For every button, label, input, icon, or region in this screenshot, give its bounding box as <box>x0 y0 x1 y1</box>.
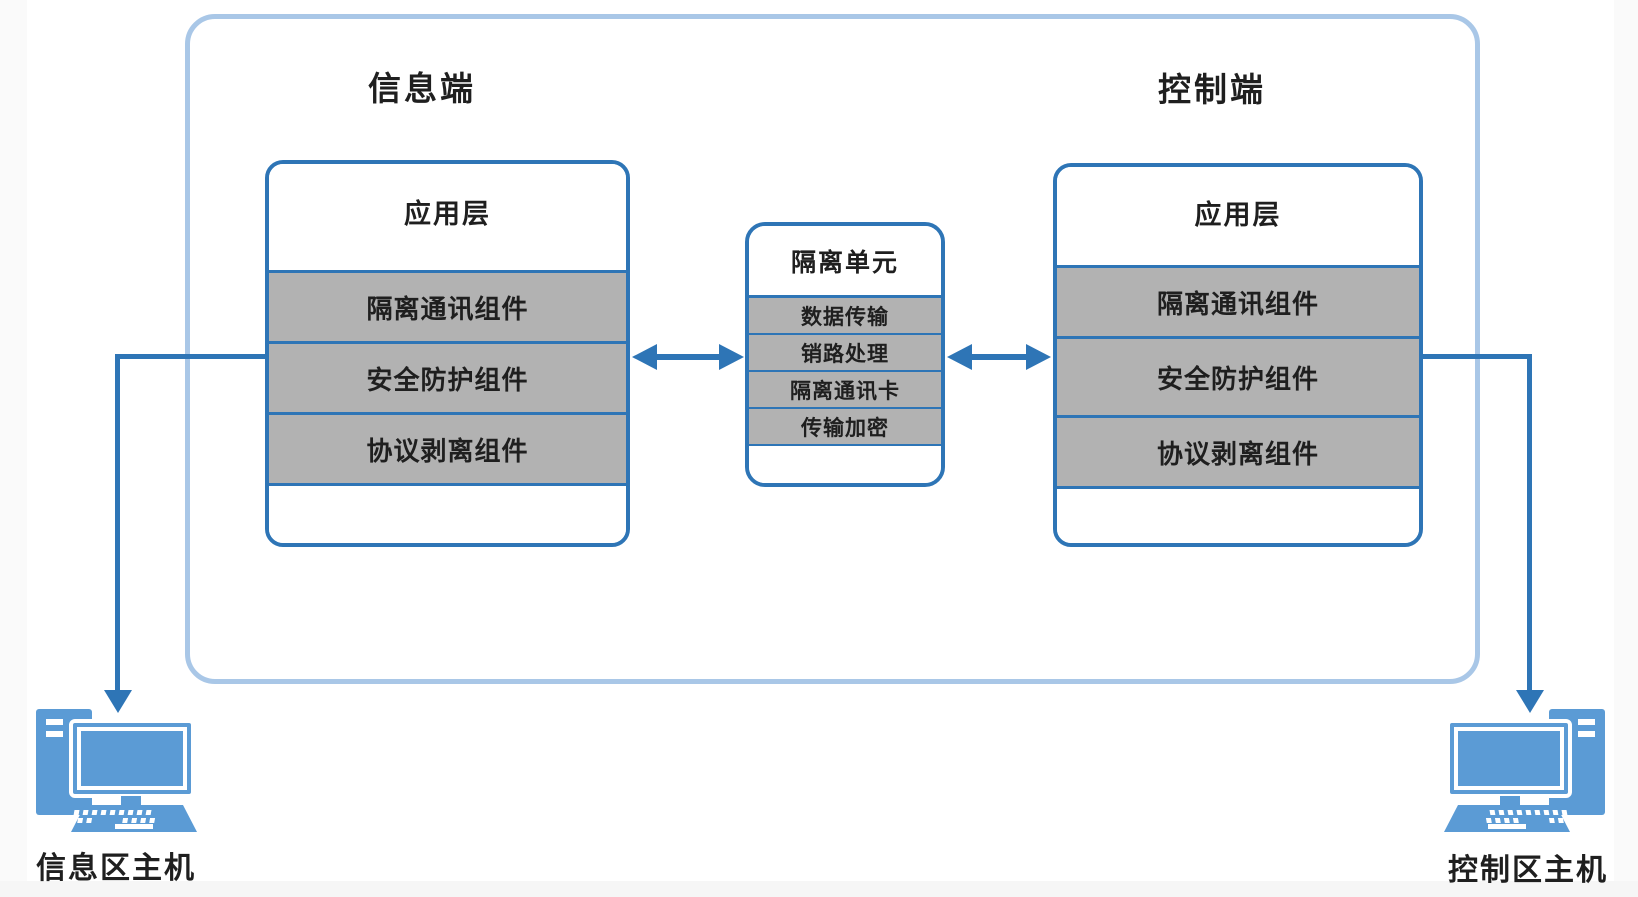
control-side-stack: 应用层 隔离通讯组件 安全防护组件 协议剥离组件 <box>1053 163 1423 547</box>
isolation-row-link-processing: 销路处理 <box>749 335 941 372</box>
isolation-row-comm-card: 隔离通讯卡 <box>749 372 941 409</box>
control-stack-row-protocol-strip: 协议剥离组件 <box>1057 418 1419 489</box>
desktop-computer-icon <box>1444 709 1605 832</box>
control-stack-row-security: 安全防护组件 <box>1057 339 1419 418</box>
arrow-shaft <box>972 354 1026 360</box>
background-strip-left <box>0 0 27 897</box>
desktop-computer-icon <box>36 709 197 832</box>
isolation-unit-title: 隔离单元 <box>749 226 941 298</box>
down-arrow-icon-right <box>1516 690 1544 713</box>
background-strip-bottom <box>0 881 1638 897</box>
isolation-unit-footer <box>749 446 941 483</box>
double-arrow-icon-right <box>947 344 1051 370</box>
arrowhead-right-icon <box>719 344 744 370</box>
arrowhead-left-icon <box>632 344 657 370</box>
control-host-label: 控制区主机 <box>1448 854 1608 887</box>
info-stack-row-isolation-comm: 隔离通讯组件 <box>269 273 626 344</box>
isolation-unit-box: 隔离单元 数据传输 销路处理 隔离通讯卡 传输加密 <box>745 222 945 487</box>
isolation-row-data-transfer: 数据传输 <box>749 298 941 335</box>
right-connector-horizontal <box>1423 354 1532 359</box>
control-stack-row-isolation-comm: 隔离通讯组件 <box>1057 268 1419 339</box>
info-side-label: 信息端 <box>368 70 476 107</box>
control-stack-title: 应用层 <box>1057 167 1419 268</box>
arrow-shaft <box>657 354 719 360</box>
info-stack-row-protocol-strip: 协议剥离组件 <box>269 415 626 486</box>
down-arrow-icon-left <box>104 690 132 713</box>
info-stack-footer <box>269 486 626 543</box>
info-stack-title: 应用层 <box>269 164 626 273</box>
info-stack-row-security: 安全防护组件 <box>269 344 626 415</box>
gateway-enclosure-frame <box>185 14 1480 684</box>
isolation-row-encryption: 传输加密 <box>749 409 941 446</box>
control-side-label: 控制端 <box>1158 71 1266 108</box>
info-side-stack: 应用层 隔离通讯组件 安全防护组件 协议剥离组件 <box>265 160 630 547</box>
right-connector-vertical <box>1527 354 1532 692</box>
double-arrow-icon-left <box>632 344 744 370</box>
control-stack-footer <box>1057 489 1419 543</box>
info-host-label: 信息区主机 <box>36 852 196 885</box>
arrowhead-right-icon <box>1026 344 1051 370</box>
left-connector-vertical <box>115 354 120 692</box>
background-strip-right <box>1614 0 1638 897</box>
arrowhead-left-icon <box>947 344 972 370</box>
left-connector-horizontal <box>115 354 265 359</box>
